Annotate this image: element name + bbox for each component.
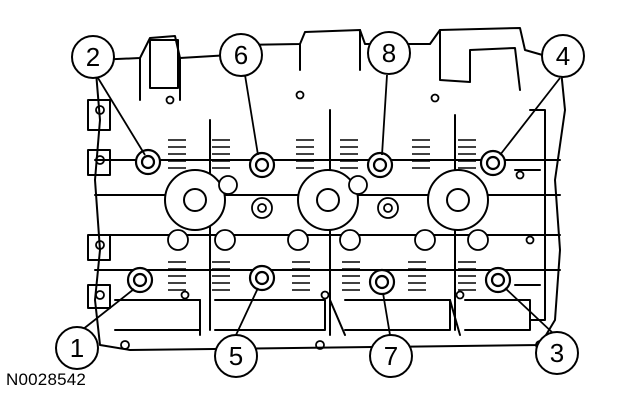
callout-circle [535,331,579,375]
callout-6: 6 [219,33,263,77]
cam-journals [164,169,489,231]
spring-group-upper [168,139,476,169]
callout-circle [367,31,411,75]
leader-lines [81,74,561,336]
head-bolt-6 [248,151,276,179]
head-bolt-1 [126,266,154,294]
callout-label: 3 [550,338,564,368]
callout-7: 7 [369,334,413,378]
figure-id-label: N0028542 [6,370,87,389]
head-bolt-3 [484,266,512,294]
head-bolt-5 [248,264,276,292]
callout-8: 8 [367,31,411,75]
callout-4: 4 [541,34,585,78]
spring-group-lower [168,261,476,291]
callout-3: 3 [535,331,579,375]
spark-plug-bores [167,175,489,251]
callout-circle [369,334,413,378]
head-bolt-4 [479,149,507,177]
head-bolts [126,148,512,296]
callout-circle [71,35,115,79]
callout-circle [214,334,258,378]
callout-5: 5 [214,334,258,378]
callout-label: 4 [556,41,570,71]
head-bolt-7 [368,268,396,296]
head-bolt-8 [366,151,394,179]
callout-label: 2 [86,42,100,72]
head-bolt-2 [134,148,162,176]
callout-circle [219,33,263,77]
callout-label: 6 [234,40,248,70]
callout-label: 5 [229,341,243,371]
callout-circle [55,326,99,370]
callout-1: 1 [55,326,99,370]
callout-circle [541,34,585,78]
callout-label: 7 [384,341,398,371]
callout-label: 8 [382,38,396,68]
valve-springs [168,139,476,291]
casting-holes [95,90,545,350]
callout-2: 2 [71,35,115,79]
callout-label: 1 [70,333,84,363]
callouts: 2 6 8 4 1 5 7 3 [55,31,585,378]
